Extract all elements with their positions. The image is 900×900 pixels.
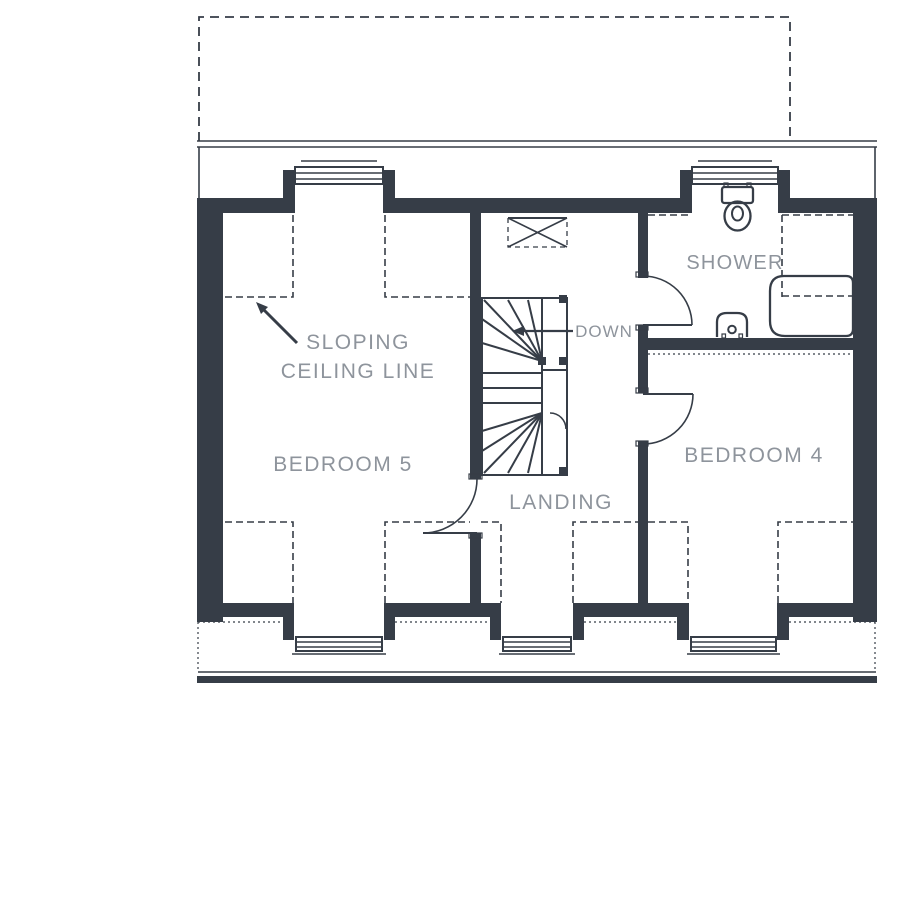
ceiling-line-bed5-botleft [225, 521, 294, 603]
loft-hatch-icon [507, 217, 568, 248]
ceiling-line-bed5-topleft [225, 215, 294, 298]
doors [422, 271, 694, 539]
dormer-cheek [680, 170, 692, 213]
ceiling-line-bed4-left [648, 521, 689, 603]
stair-handrail-curve [549, 412, 567, 430]
sloping-ceiling-arrow [256, 302, 299, 345]
shower-label: SHOWER [686, 252, 783, 274]
newel-post [559, 295, 567, 303]
bottom-wall-seg [197, 603, 283, 617]
fixtures [715, 182, 855, 339]
bedroom5-landing-wall-upper [470, 213, 481, 479]
ceiling-line-landing-left [481, 521, 502, 603]
dormer-cheek [283, 603, 294, 640]
eaves-bottom [197, 621, 877, 683]
bedroom5-window [294, 160, 384, 185]
shower-door [635, 271, 693, 331]
basin-icon [715, 311, 749, 339]
dormer-cheek [778, 170, 790, 213]
newel-post [559, 357, 567, 365]
shower-bedroom4-wall [648, 338, 853, 350]
ceiling-line-bed4-right [777, 521, 853, 603]
stair-outline [481, 297, 568, 476]
bottom-wall-seg [584, 603, 677, 617]
right-wall [853, 198, 877, 622]
landing-bottom-window [499, 636, 575, 655]
sloping-label-line2: CEILING LINE [281, 360, 436, 383]
dormer-cheek [283, 170, 295, 213]
bottom-wall-seg [395, 603, 490, 617]
bedroom5-label: BEDROOM 5 [273, 453, 413, 476]
staircase-icon [481, 295, 568, 476]
ceiling-line-bed5-botright [384, 521, 470, 603]
bedroom4-label: BEDROOM 4 [684, 444, 824, 467]
dormer-cheek [677, 603, 689, 640]
dormer-cheek [383, 170, 395, 213]
landing-mid-wall [638, 325, 648, 393]
dormer-cheek [490, 603, 501, 640]
newel-post [538, 357, 546, 365]
exterior-walls [197, 170, 877, 640]
sloping-ceiling-lines [225, 214, 853, 603]
toilet-icon [720, 182, 755, 232]
ceiling-line-landing-right [572, 521, 638, 603]
landing-shower-wall [638, 213, 648, 278]
stair-winders-bottom [481, 412, 543, 474]
sloping-label-line1: SLOPING [306, 331, 410, 354]
windows [292, 160, 780, 655]
shower-window [691, 160, 779, 185]
dormer-cheek [777, 603, 789, 640]
down-arrow [512, 326, 573, 336]
newel-post [559, 467, 567, 475]
internal-walls [470, 213, 853, 603]
down-arrowhead-icon [512, 326, 524, 336]
bottom-wall-seg [789, 603, 877, 617]
bedroom4-bottom-window [687, 636, 780, 655]
roof-dashed-outline [198, 16, 791, 141]
landing-bedroom4-wall [638, 441, 648, 603]
bedroom5-door [422, 473, 483, 539]
ceiling-line-bed5-topright [384, 215, 470, 298]
landing-label: LANDING [509, 491, 613, 514]
sloping-arrowhead-icon [256, 302, 268, 314]
stair-treads [482, 369, 567, 404]
dormer-cheek [384, 603, 395, 640]
eaves-bottom-band [197, 676, 877, 683]
bedroom5-landing-wall-lower [470, 533, 481, 603]
down-label: DOWN [575, 322, 633, 341]
dormer-cheek [573, 603, 584, 640]
top-wall-middle [395, 198, 680, 213]
shower-tray-icon [768, 274, 855, 338]
bedroom4-door [635, 387, 694, 447]
room-labels: BEDROOM 5 BEDROOM 4 SHOWER LANDING SLOPI… [273, 252, 824, 514]
left-wall [197, 198, 223, 622]
bedroom5-bottom-window [292, 636, 386, 655]
